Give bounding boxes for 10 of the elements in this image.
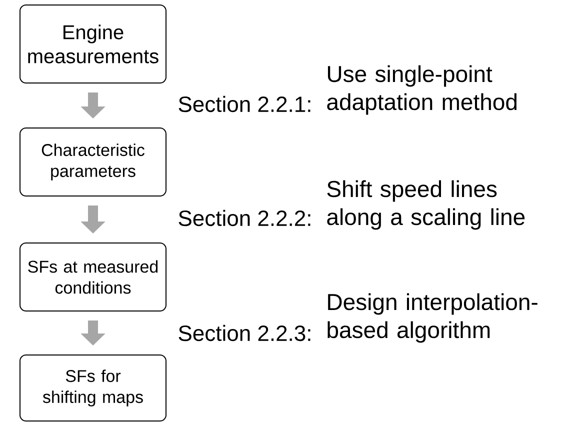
process-box: Engine measurements [20, 4, 166, 84]
description-text: Shift speed lines along a scaling line [327, 180, 525, 230]
process-box: Characteristic parameters [20, 128, 166, 196]
description-text: Design interpolation-based algorithm [328, 293, 538, 343]
process-box: SFs for shifting maps [20, 354, 166, 422]
edge-label: Section 2.2.1: [176, 94, 314, 114]
edge-label: Section 2.2.2: [176, 208, 314, 228]
description-text: Use single-point adaptation method [327, 65, 516, 115]
process-box: SFs at measured conditions [20, 242, 166, 312]
edge-label: Section 2.2.3: [176, 324, 314, 342]
